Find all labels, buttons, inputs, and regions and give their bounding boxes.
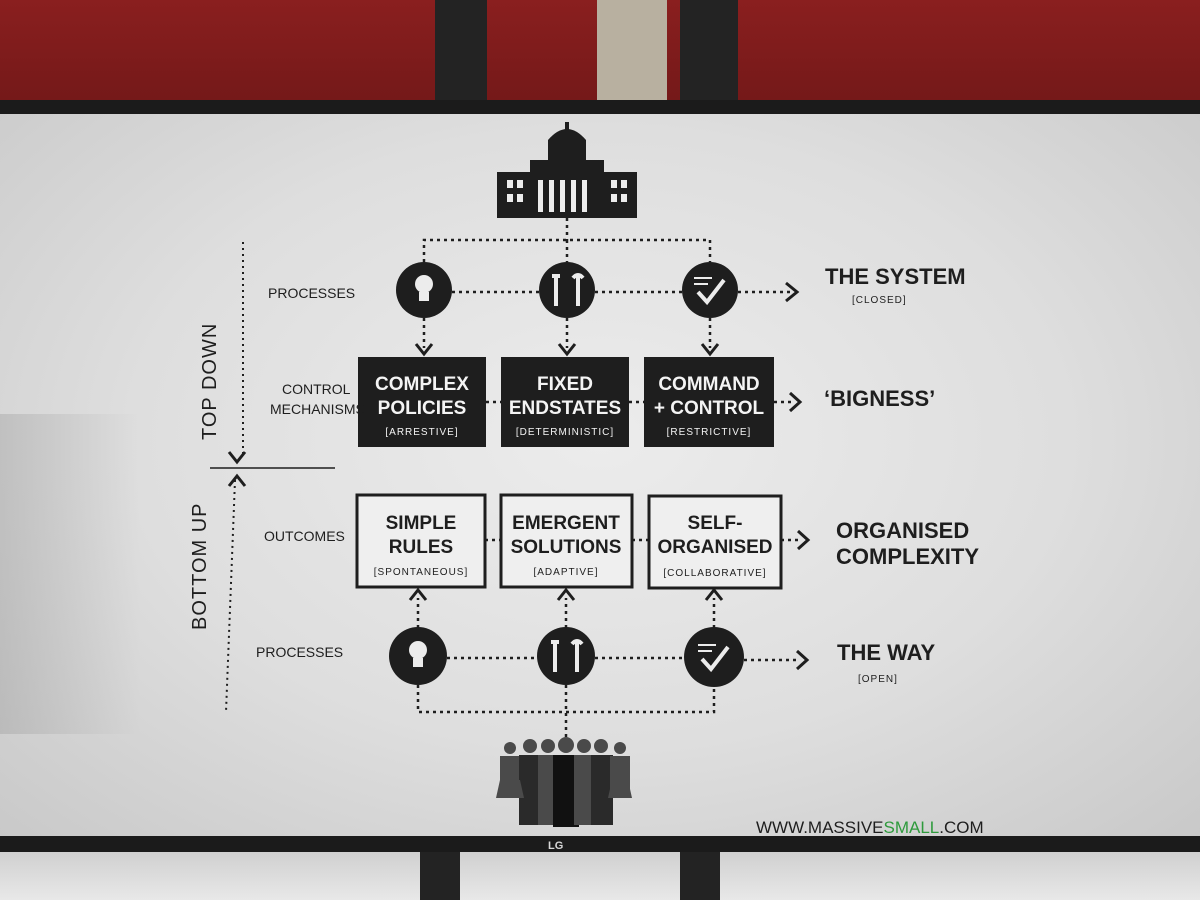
control-box-command-control: COMMAND + CONTROL [RESTRICTIVE]	[644, 357, 774, 447]
bigness-arrow-head	[788, 391, 803, 413]
organised-arrow-head	[796, 529, 811, 551]
website-url-suffix: .COM	[939, 818, 983, 837]
system-arrow-head	[785, 281, 800, 303]
result-the-way: THE WAY	[837, 640, 936, 665]
control-box-sub: [ARRESTIVE]	[385, 427, 458, 438]
tools-icon-bottom	[537, 627, 595, 685]
result-bigness: ‘BIGNESS’	[824, 386, 935, 411]
top-down-arrow-head	[227, 451, 247, 465]
result-organised-line1: ORGANISED	[836, 518, 969, 543]
control-box-sub: [DETERMINISTIC]	[516, 427, 614, 438]
control-box-line2: ENDSTATES	[509, 398, 621, 419]
outcome-box-sub: [COLLABORATIVE]	[663, 568, 766, 579]
result-the-system-sub: [CLOSED]	[852, 295, 907, 306]
outcome-box-line2: ORGANISED	[657, 537, 772, 558]
row-label-outcomes: OUTCOMES	[264, 528, 345, 544]
row-label-processes-top: PROCESSES	[268, 285, 355, 301]
outcome-box-line1: SELF-	[688, 513, 743, 534]
monitor-brand-logo: LG	[548, 840, 564, 852]
bottom-connector	[416, 685, 716, 740]
outcome-box-line2: SOLUTIONS	[511, 537, 622, 558]
way-arrow-head	[795, 649, 810, 671]
down-arrows	[422, 318, 712, 348]
outcome-box-sub: [ADAPTIVE]	[533, 567, 598, 578]
checklist-icon-bottom	[684, 627, 744, 687]
outcome-box-emergent-solutions: EMERGENT SOLUTIONS [ADAPTIVE]	[499, 493, 634, 589]
control-box-line2: + CONTROL	[654, 398, 765, 419]
bottom-up-axis	[225, 479, 236, 713]
up-arrow-heads	[408, 587, 724, 601]
top-connector	[422, 218, 712, 262]
lightbulb-icon	[396, 262, 452, 318]
outcome-box-line2: RULES	[389, 537, 453, 558]
control-box-line1: COMPLEX	[375, 374, 469, 395]
up-arrows	[416, 598, 716, 628]
result-organised-line2: COMPLEXITY	[836, 544, 979, 569]
result-the-way-sub: [OPEN]	[858, 674, 898, 685]
bottom-process-connector	[447, 656, 800, 662]
down-arrow-heads	[414, 343, 720, 357]
control-box-complex-policies: COMPLEX POLICIES [ARRESTIVE]	[358, 357, 486, 447]
outcome-box-self-organised: SELF- ORGANISED [COLLABORATIVE]	[647, 494, 783, 590]
government-building-icon	[497, 122, 637, 218]
row-label-control-2: MECHANISMS	[270, 401, 365, 417]
stand-left	[420, 848, 460, 900]
bottom-up-label: BOTTOM UP	[189, 502, 211, 630]
result-the-system: THE SYSTEM	[825, 264, 966, 289]
monitor-screen	[0, 114, 1200, 836]
control-box-fixed-endstates: FIXED ENDSTATES [DETERMINISTIC]	[501, 357, 629, 447]
bottom-up-arrow-head	[227, 473, 247, 487]
website-url-prefix: WWW.MASSIVE	[756, 818, 884, 837]
center-pole	[597, 0, 667, 105]
floor	[0, 850, 1200, 900]
row-label-processes-bottom: PROCESSES	[256, 644, 343, 660]
control-box-sub: [RESTRICTIVE]	[667, 427, 752, 438]
left-pole	[435, 0, 487, 110]
tools-icon	[539, 262, 595, 318]
control-box-line1: FIXED	[537, 374, 593, 395]
outcome-box-simple-rules: SIMPLE RULES [SPONTANEOUS]	[355, 493, 487, 589]
checklist-icon	[682, 262, 738, 318]
website-url-highlight: SMALL	[884, 818, 940, 837]
control-box-line2: POLICIES	[378, 398, 467, 419]
control-box-line1: COMMAND	[658, 374, 759, 395]
screen-glare	[0, 414, 140, 734]
outcome-box-line1: SIMPLE	[386, 513, 457, 534]
outcome-box-sub: [SPONTANEOUS]	[374, 567, 469, 578]
lightbulb-icon-bottom	[389, 627, 447, 685]
people-group-icon	[496, 737, 632, 827]
row-label-control-1: CONTROL	[282, 381, 351, 397]
stand-right	[680, 848, 720, 900]
website-url: WWW.MASSIVESMALL.COM	[756, 818, 984, 837]
top-down-label: TOP DOWN	[199, 323, 221, 440]
right-pole	[680, 0, 738, 110]
outcome-box-line1: EMERGENT	[512, 513, 620, 534]
